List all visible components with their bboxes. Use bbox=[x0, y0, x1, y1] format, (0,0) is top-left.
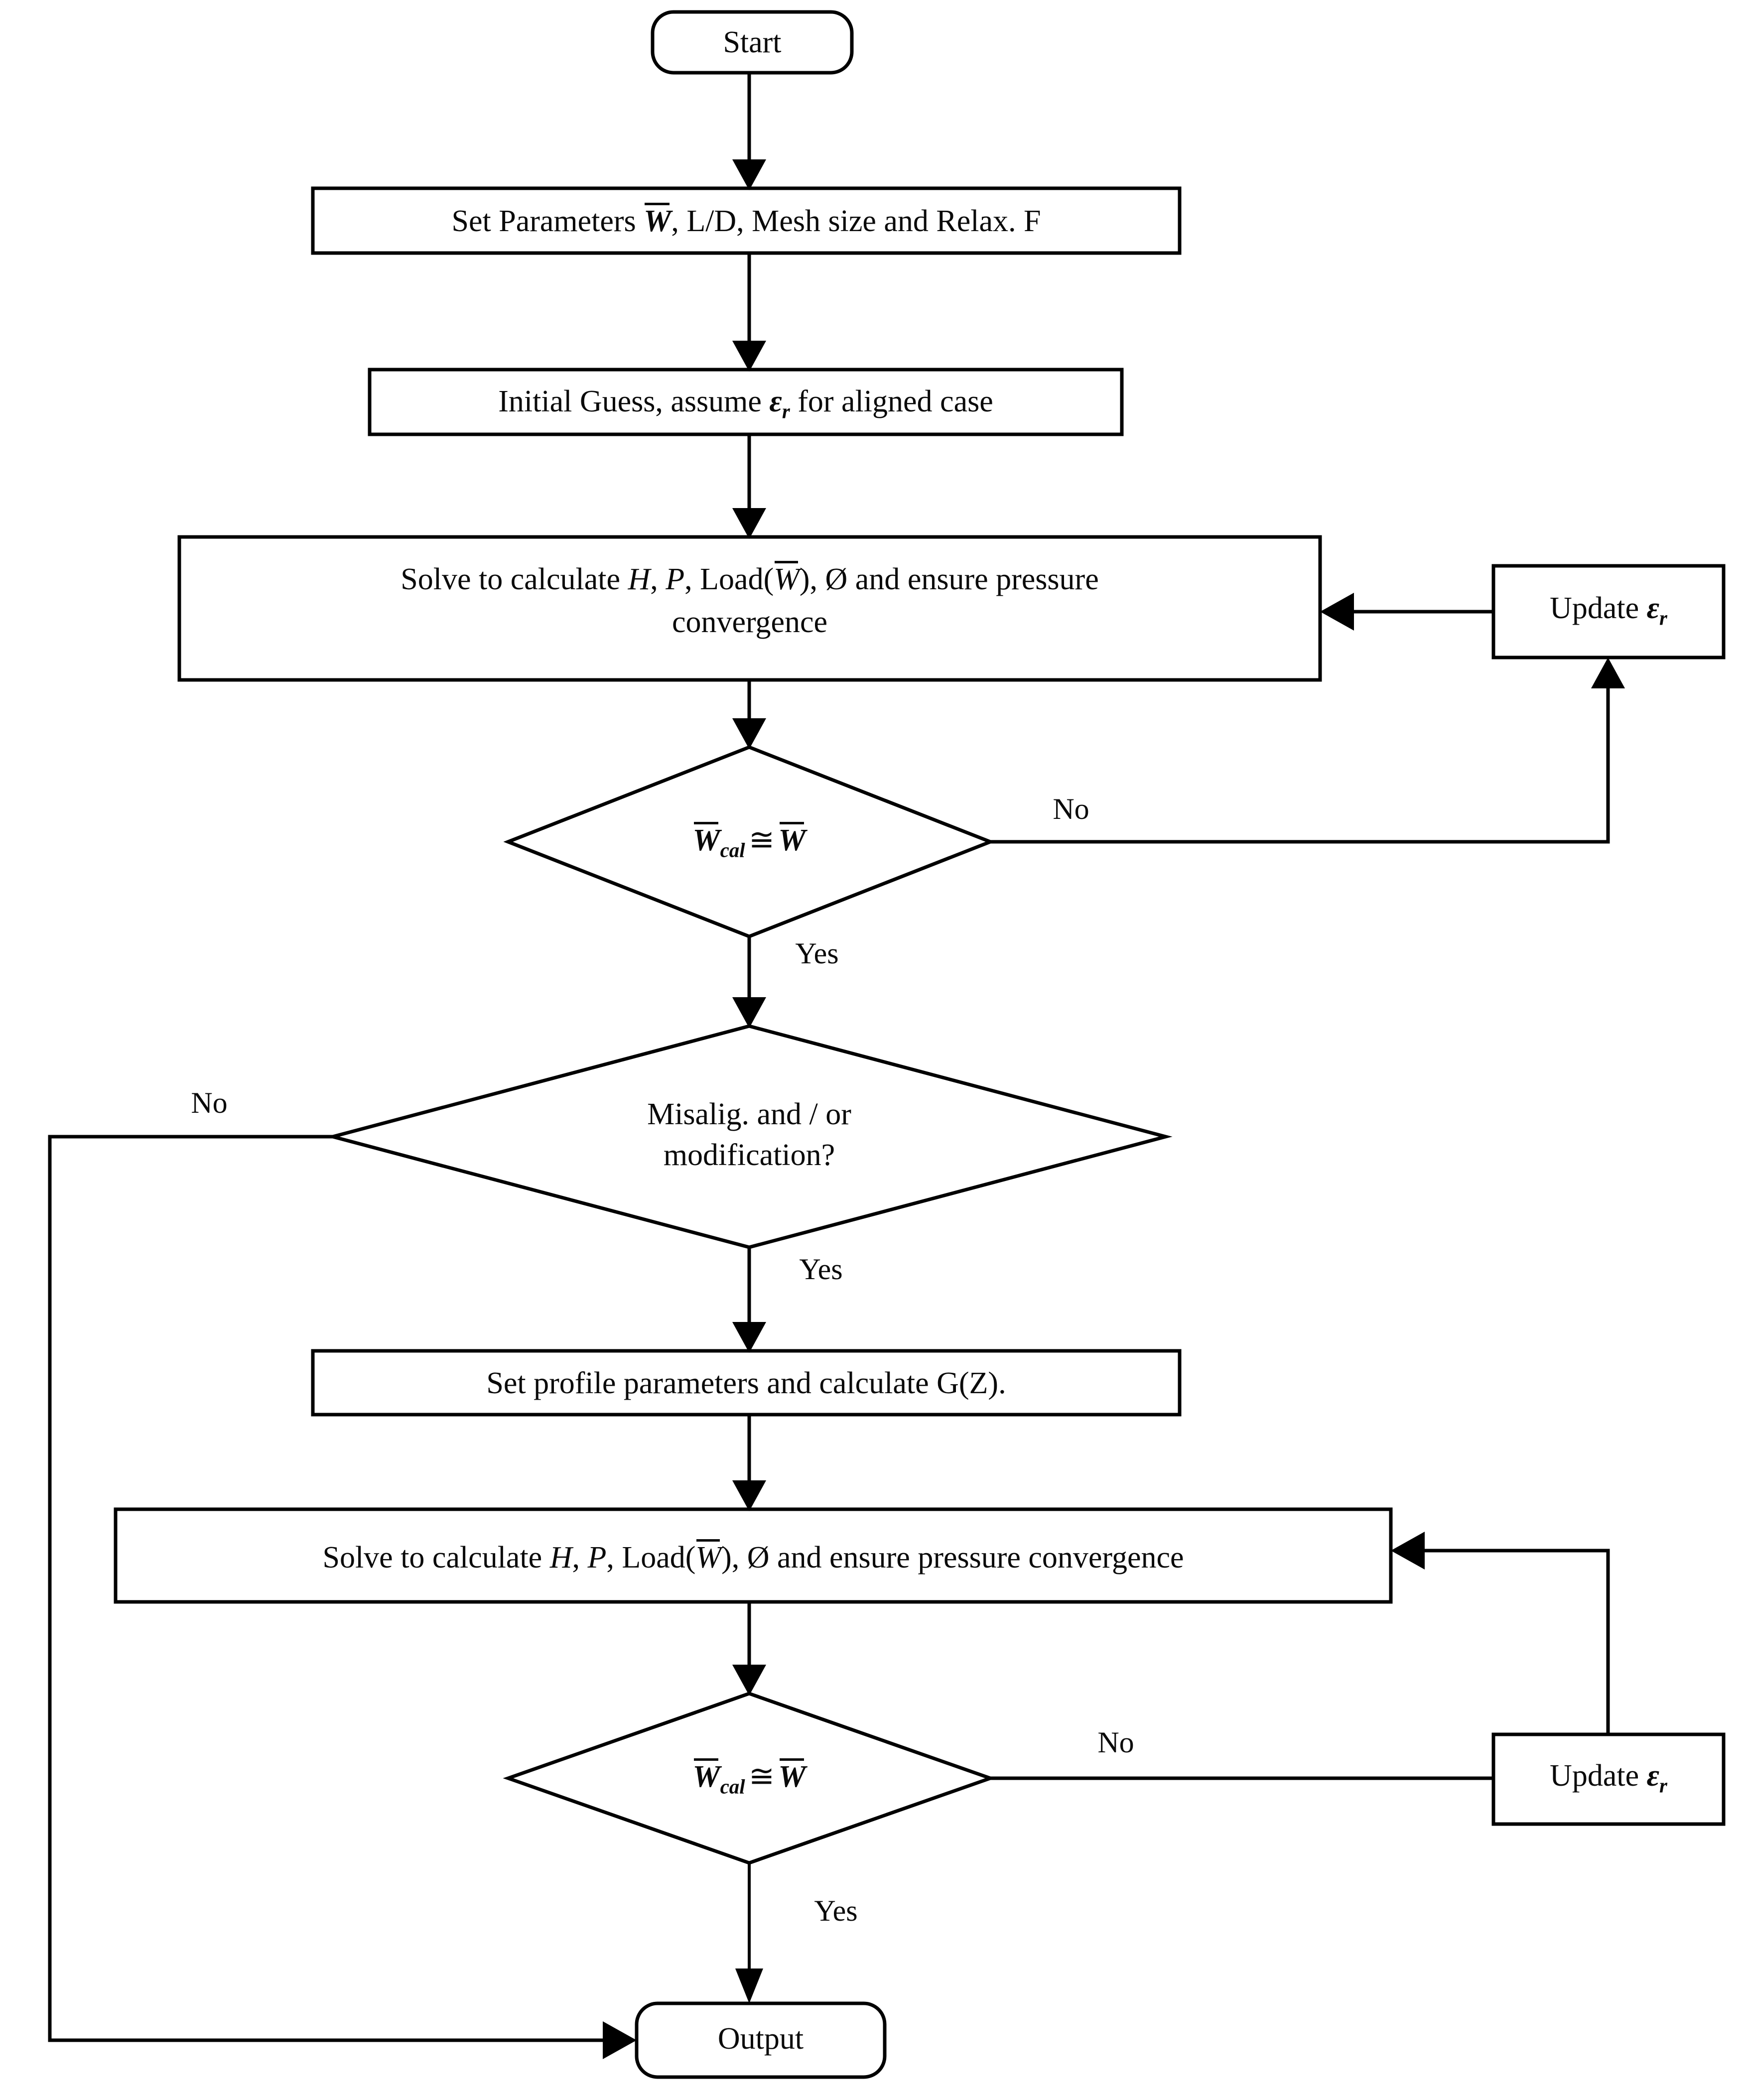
decision-top-operator: ≅ bbox=[749, 823, 775, 857]
set-parameters-suffix: , L/D, Mesh size and Relax. F bbox=[671, 204, 1041, 238]
node-decision-load-bottom-label: Wcal≅W bbox=[600, 1757, 899, 1798]
update-top-prefix: Update bbox=[1550, 591, 1647, 625]
update-top-subscript: r bbox=[1659, 607, 1667, 630]
update-bottom-prefix: Update bbox=[1550, 1759, 1647, 1793]
decision-top-rhs: W bbox=[778, 821, 806, 860]
decision-top-lhs-sub: cal bbox=[720, 839, 745, 862]
node-start-label: Start bbox=[723, 25, 782, 59]
node-solve-aligned-shape[interactable] bbox=[177, 535, 1322, 682]
initial-guess-subscript: r bbox=[782, 400, 790, 423]
decision-bottom-operator: ≅ bbox=[749, 1760, 775, 1794]
arrow-update-bottom-to-solve-misaligned bbox=[1391, 1532, 1425, 1570]
set-parameters-w-bar: W bbox=[644, 202, 671, 241]
solve-aligned-l1a: Solve to calculate bbox=[401, 562, 628, 596]
node-start-shape[interactable] bbox=[651, 10, 854, 75]
arrow-solve-aligned-to-decision-top bbox=[732, 718, 766, 749]
node-set-parameters-shape[interactable] bbox=[311, 186, 1182, 255]
edge-label-decision-bottom-no: No bbox=[1097, 1726, 1134, 1759]
node-decision-misalignment-line1: Misalig. and / or bbox=[647, 1097, 851, 1131]
node-initial-guess-label: Initial Guess, assume εr for aligned cas… bbox=[370, 383, 1122, 421]
update-top-epsilon: ε bbox=[1646, 591, 1660, 625]
node-set-parameters-label: Set Parameters W, L/D, Mesh size and Rel… bbox=[313, 202, 1180, 241]
decision-top-lhs: W bbox=[692, 821, 720, 860]
decision-bottom-lhs: W bbox=[692, 1757, 720, 1796]
node-solve-misaligned-label: Solve to calculate H, P, Load(W), Ø and … bbox=[116, 1538, 1391, 1577]
solve-misaligned-l1b: , bbox=[572, 1541, 588, 1575]
solve-aligned-l1d: ), Ø and ensure pressure bbox=[799, 562, 1099, 596]
solve-aligned-l1b: , bbox=[650, 562, 666, 596]
solve-aligned-p: P bbox=[666, 562, 685, 596]
node-solve-misaligned-shape[interactable] bbox=[114, 1507, 1393, 1604]
decision-bottom-lhs-sub: cal bbox=[720, 1775, 745, 1798]
edge-label-decision-top-no: No bbox=[1053, 792, 1089, 825]
node-solve-aligned-label-line2: convergence bbox=[672, 605, 828, 639]
solve-misaligned-h: H bbox=[549, 1541, 572, 1575]
edge-label-decision-bottom-yes: Yes bbox=[814, 1894, 858, 1927]
edge-label-decision-top-yes: Yes bbox=[795, 937, 839, 970]
solve-misaligned-l1a: Solve to calculate bbox=[322, 1541, 550, 1575]
arrow-set-profile-to-solve-misaligned bbox=[732, 1480, 766, 1511]
node-update-epsilon-bottom-label: Update εr bbox=[1493, 1757, 1724, 1797]
solve-misaligned-w-bar: W bbox=[695, 1538, 721, 1577]
initial-guess-suffix: for aligned case bbox=[790, 385, 993, 418]
solve-aligned-w-bar: W bbox=[774, 560, 800, 599]
initial-guess-prefix: Initial Guess, assume bbox=[498, 385, 770, 418]
arrow-start-to-set-parameters bbox=[732, 159, 766, 190]
decision-bottom-rhs: W bbox=[778, 1757, 806, 1796]
solve-aligned-l1c: , Load( bbox=[684, 562, 774, 596]
node-decision-load-top-label: Wcal≅W bbox=[600, 821, 899, 860]
edge-decision-top-no-to-update-top bbox=[990, 672, 1610, 844]
node-set-profile-shape[interactable] bbox=[311, 1349, 1182, 1417]
solve-misaligned-l1d: ), Ø and ensure pressure convergence bbox=[721, 1541, 1184, 1575]
edge-label-decision-misalignment-yes: Yes bbox=[799, 1253, 843, 1286]
node-initial-guess-shape[interactable] bbox=[368, 368, 1124, 436]
update-bottom-subscript: r bbox=[1659, 1774, 1667, 1797]
node-decision-misalignment-line2: modification? bbox=[663, 1138, 835, 1172]
arrow-decision-misalignment-no-to-output bbox=[603, 2021, 637, 2059]
update-bottom-epsilon: ε bbox=[1646, 1759, 1660, 1793]
initial-guess-epsilon: ε bbox=[769, 385, 782, 418]
solve-misaligned-l1c: , Load( bbox=[606, 1541, 696, 1575]
arrow-solve-misaligned-to-decision-bottom bbox=[732, 1665, 766, 1696]
arrow-decision-bottom-yes-to-output bbox=[735, 1969, 763, 2003]
solve-misaligned-p: P bbox=[587, 1541, 607, 1575]
node-set-profile-label: Set profile parameters and calculate G(Z… bbox=[486, 1366, 1006, 1400]
solve-aligned-h: H bbox=[628, 562, 651, 596]
node-output-label: Output bbox=[717, 2022, 804, 2056]
arrow-decision-misalignment-yes-to-set-profile bbox=[732, 1322, 766, 1353]
edge-label-decision-misalignment-no: No bbox=[191, 1086, 228, 1119]
node-solve-aligned-label-line1: Solve to calculate H, P, Load(W), Ø and … bbox=[179, 560, 1320, 599]
arrow-update-top-to-solve-aligned bbox=[1320, 593, 1354, 631]
edge-update-bottom-to-solve-misaligned bbox=[1419, 1549, 1610, 1734]
arrow-decision-top-yes-to-decision-misalignment bbox=[732, 997, 766, 1028]
node-update-epsilon-top-label: Update εr bbox=[1493, 590, 1724, 628]
node-update-epsilon-top-shape[interactable] bbox=[1491, 564, 1726, 659]
set-parameters-prefix: Set Parameters bbox=[451, 204, 644, 238]
edge-decision-misalignment-no-to-output bbox=[48, 1135, 609, 2042]
arrow-initial-guess-to-solve-aligned bbox=[732, 508, 766, 539]
arrow-set-parameters-to-initial-guess bbox=[732, 341, 766, 372]
arrow-decision-top-no-to-update-top bbox=[1591, 657, 1625, 688]
